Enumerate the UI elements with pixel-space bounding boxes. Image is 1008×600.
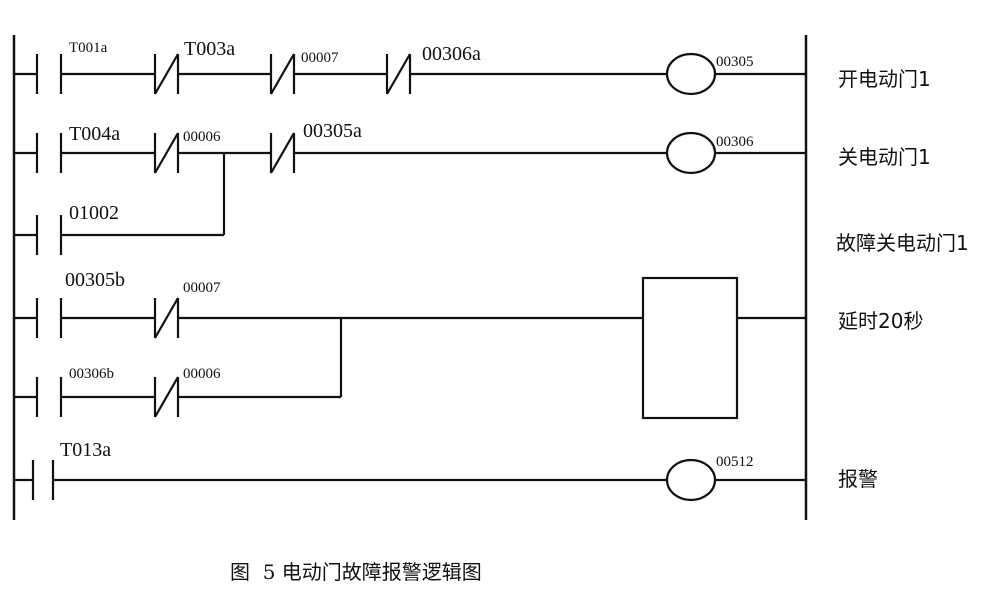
label-00305a: 00305a — [303, 120, 362, 142]
label-01002: 01002 — [69, 202, 119, 224]
rung-4 — [14, 276, 806, 420]
rung-6-description: 报警 — [838, 467, 878, 491]
no-contact-00305b — [35, 298, 63, 338]
rung-6 — [14, 458, 806, 502]
coil-00512 — [665, 458, 717, 502]
nc-contact-00007 — [269, 53, 296, 95]
no-contact-T001a — [35, 54, 63, 94]
nc-contact-00306a — [385, 53, 412, 95]
label-00007-r4: 00007 — [183, 280, 221, 296]
label-coil-00305: 00305 — [716, 54, 754, 70]
timer-block — [641, 276, 739, 420]
nc-contact-00006 — [153, 132, 180, 174]
rung-2 — [14, 131, 806, 175]
nc-contact-00305a — [269, 132, 296, 174]
label-00305b: 00305b — [65, 269, 125, 291]
label-coil-00512: 00512 — [716, 454, 754, 470]
label-coil-00306: 00306 — [716, 134, 754, 150]
no-contact-T013a — [31, 460, 55, 500]
rung-1-description: 开电动门1 — [838, 67, 931, 91]
rung-3-description: 故障关电动门1 — [836, 231, 969, 255]
no-contact-T004a — [35, 133, 63, 173]
nc-contact-T003a — [153, 53, 180, 95]
rung-3 — [14, 153, 226, 255]
label-00306a: 00306a — [422, 43, 481, 65]
figure-caption: 图 5 电动门故障报警逻辑图 — [230, 560, 482, 584]
label-T003a: T003a — [184, 38, 235, 60]
coil-00305 — [665, 52, 717, 96]
nc-contact-00007-r4 — [153, 297, 180, 339]
rung-4-description: 延时20秒 — [838, 309, 924, 333]
no-contact-00306b — [35, 377, 63, 417]
rung-1 — [14, 52, 806, 96]
label-00006: 00006 — [183, 129, 221, 145]
rung-5 — [14, 318, 343, 418]
label-T013a: T013a — [60, 439, 111, 461]
label-T004a: T004a — [69, 123, 120, 145]
label-00006-r5: 00006 — [183, 366, 221, 382]
label-00306b: 00306b — [69, 366, 114, 382]
label-T001a: T001a — [69, 40, 108, 56]
coil-00306 — [665, 131, 717, 175]
no-contact-01002 — [35, 215, 63, 255]
nc-contact-00006-r5 — [153, 376, 180, 418]
label-00007: 00007 — [301, 50, 339, 66]
rung-2-description: 关电动门1 — [838, 145, 931, 169]
